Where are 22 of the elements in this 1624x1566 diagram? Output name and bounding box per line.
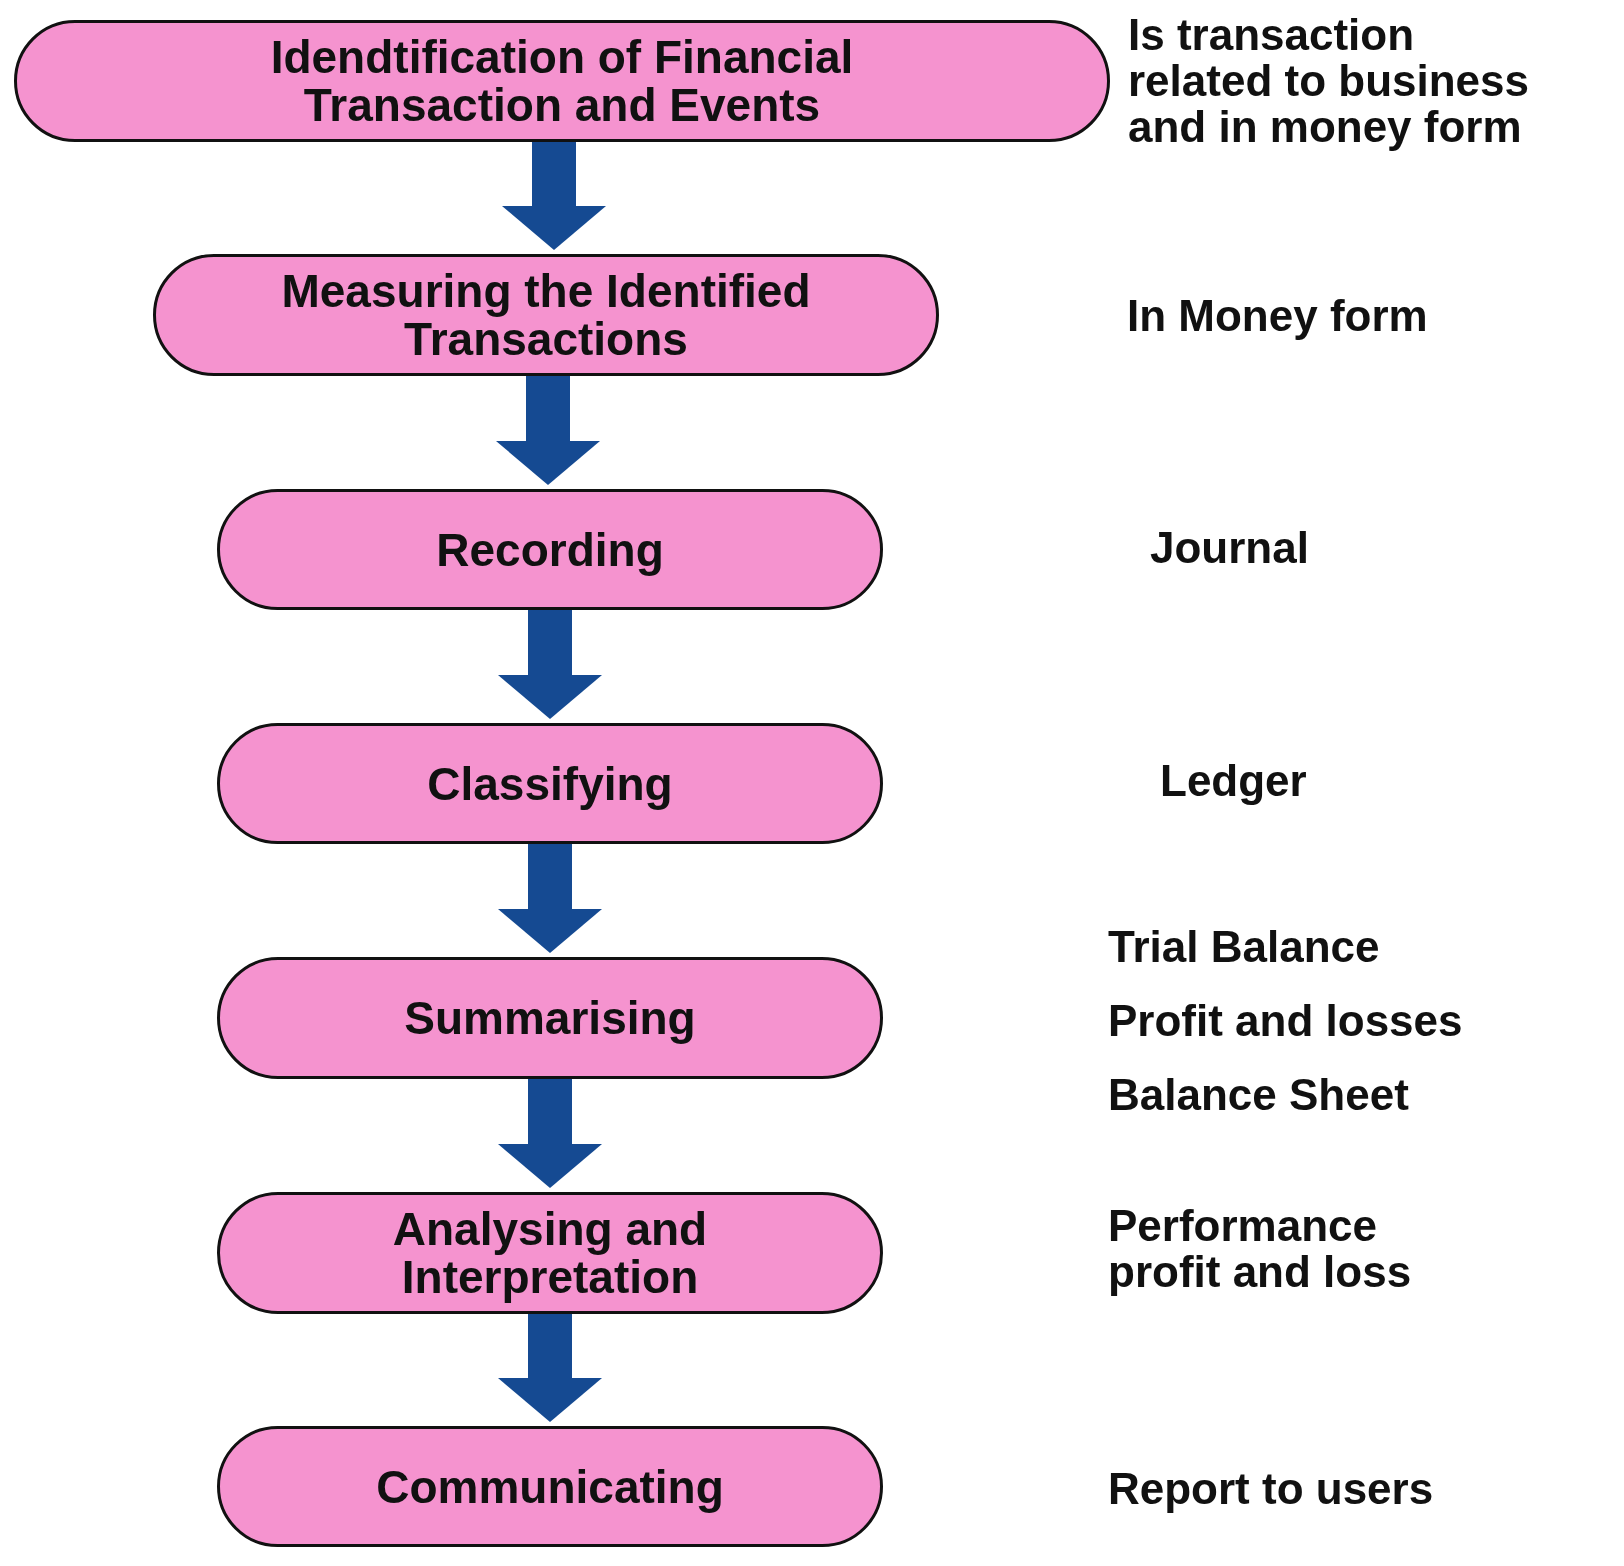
- step-note: Is transaction related to business and in money form: [1128, 12, 1530, 150]
- step-label: Measuring the Identified Transactions: [280, 267, 812, 363]
- arrow: [498, 844, 602, 953]
- step-note: Report to users: [1108, 1466, 1435, 1512]
- step-label: Recording: [436, 525, 664, 574]
- step-note: Profit and losses: [1108, 998, 1464, 1044]
- arrow: [498, 1314, 602, 1422]
- arrow: [498, 610, 602, 719]
- step-label: Communicating: [376, 1462, 724, 1511]
- arrow: [496, 376, 600, 485]
- step-label: Idendtification of Financial Transaction and Events: [269, 33, 855, 129]
- step-label: Classifying: [427, 759, 673, 808]
- step-note: In Money form: [1127, 293, 1429, 339]
- step-note: Trial Balance: [1108, 924, 1381, 970]
- step-note: Performance profit and loss: [1108, 1203, 1413, 1295]
- step-note: Ledger: [1160, 758, 1308, 804]
- step-note: Balance Sheet: [1108, 1072, 1410, 1118]
- step-label: Summarising: [404, 994, 696, 1042]
- step-label: Analysing and Interpretation: [391, 1205, 709, 1301]
- arrow: [502, 142, 606, 250]
- step-note: Journal: [1150, 525, 1310, 571]
- arrow: [498, 1079, 602, 1188]
